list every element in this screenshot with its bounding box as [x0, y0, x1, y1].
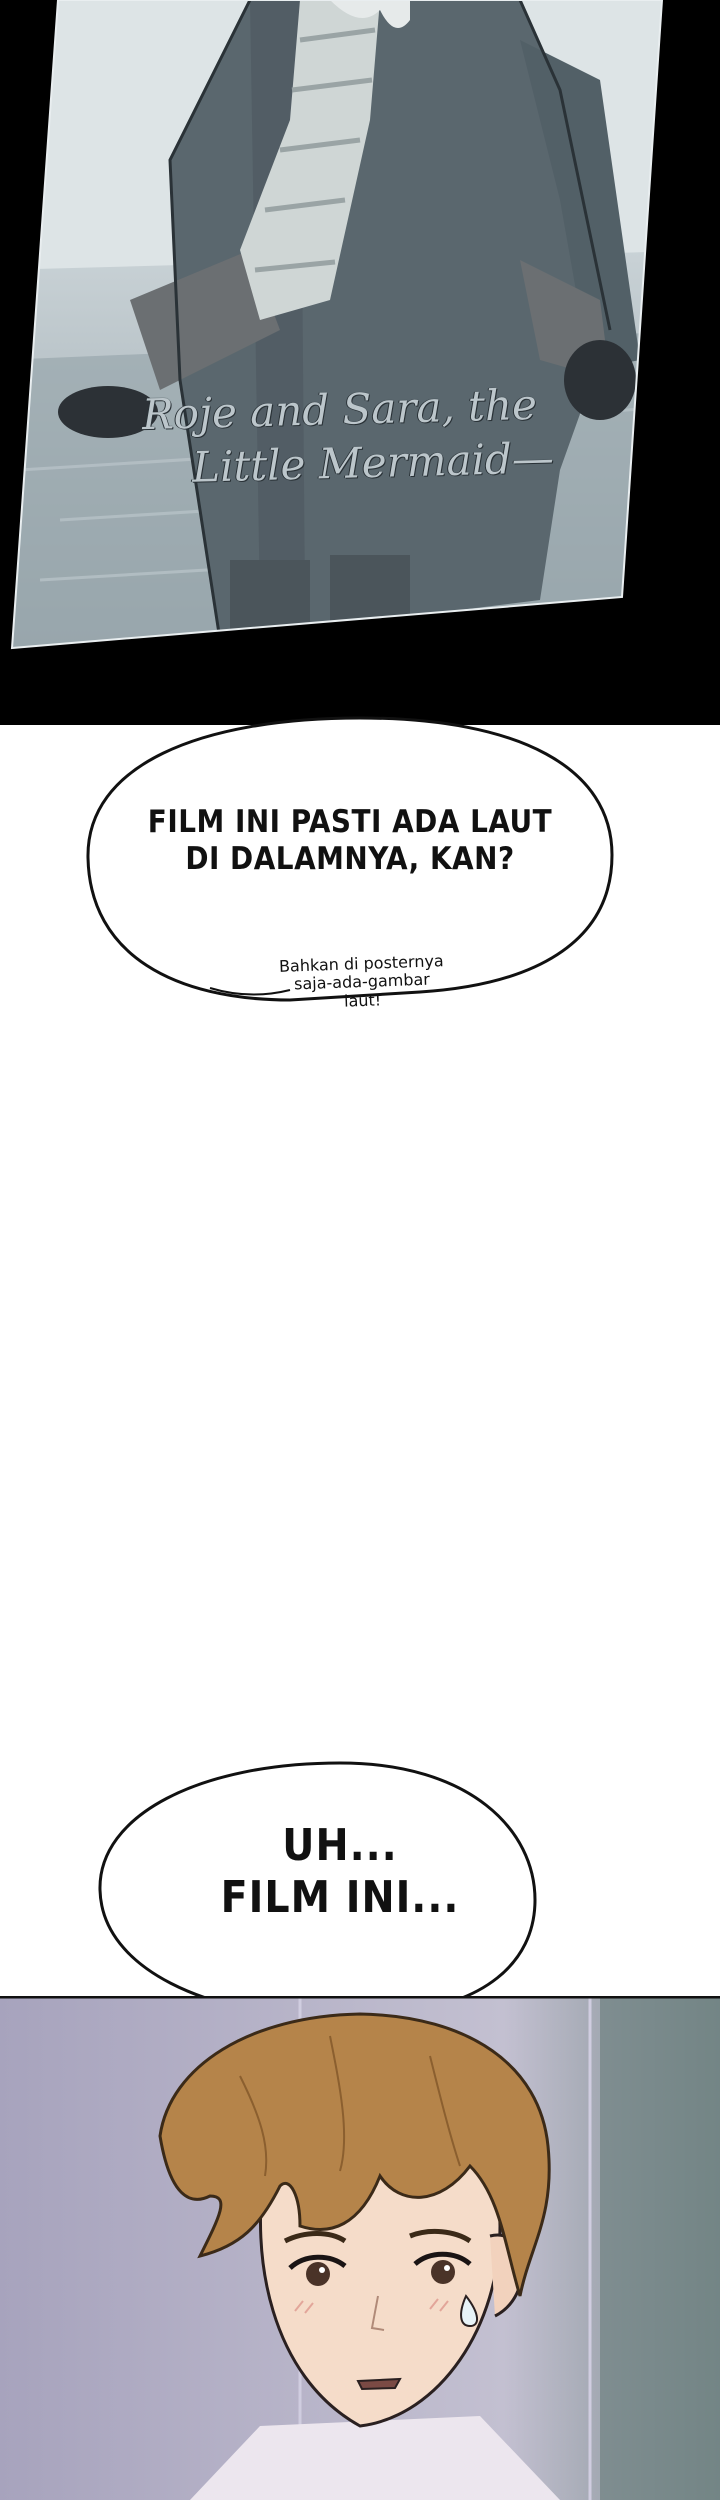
- top-panel: Roje and Sara, the Little Mermaid—: [0, 0, 720, 725]
- speech-bubble-2-text: UH... FILM INI...: [220, 1820, 460, 1923]
- speech-bubble-1: [86, 716, 614, 1002]
- bottom-panel: [0, 1996, 720, 2500]
- speech-bubble-1-text: FILM INI PASTI ADA LAUT DI DALAMNYA, KAN…: [147, 804, 553, 878]
- beach-scene-illustration: [10, 0, 664, 650]
- speech-bubble-1-whisper-text: Bahkan di posternya saja-ada-gambar laut…: [278, 951, 444, 1011]
- boy-character-illustration: [0, 1996, 720, 2500]
